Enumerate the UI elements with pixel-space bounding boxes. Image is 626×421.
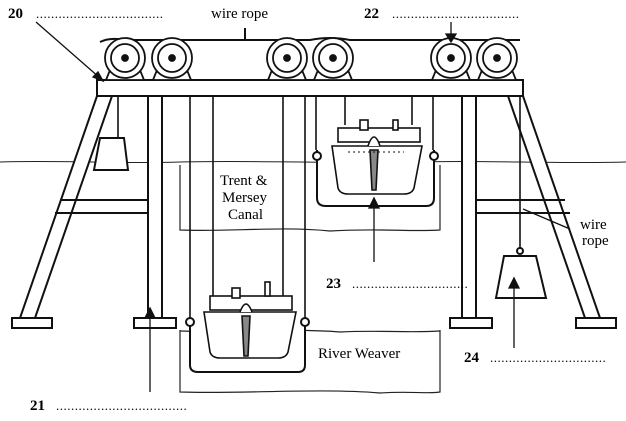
blank-24-dots[interactable]: ............................... [490,350,606,365]
canal-label-line1: Trent & [220,173,268,189]
sheave-2 [151,37,193,81]
blank-22-dots[interactable]: .................................. [392,6,520,21]
pointer-arrows [35,21,571,392]
sheave-3 [266,37,308,81]
top-wire-rope [99,28,520,43]
top-beam [96,79,524,97]
sheave-6 [476,37,518,81]
top-wire-rope-label: wire rope [211,6,268,22]
lift-cables [117,96,521,318]
left-counterweight [92,137,130,171]
blank-24-number: 24 [464,350,480,366]
right-wire-rope-label-line1: wire [580,217,607,233]
pulley-sheaves [104,37,518,81]
right-counterweight [494,247,548,299]
river-label: River Weaver [318,346,400,362]
blank-23-dots[interactable]: ............................... [352,276,468,291]
blank-20-number: 20 [8,6,23,22]
canal-label-line3: Canal [228,207,263,223]
canal-trough-outline [179,165,441,232]
left-a-frame [11,95,177,329]
blank-21-dots[interactable]: ................................... [56,398,187,413]
canal-label-line2: Mersey [222,190,267,206]
blank-22-number: 22 [364,6,379,22]
blank-20-dots[interactable]: .................................. [36,6,164,21]
sheave-5 [430,37,472,81]
lower-boat [203,281,297,359]
sheave-1 [104,37,146,81]
sheave-4 [312,37,354,81]
blank-23-number: 23 [326,276,341,292]
blank-21-number: 21 [30,398,45,414]
right-a-frame [449,95,617,329]
right-wire-rope-label-line2: rope [582,233,609,249]
upper-boat [331,119,423,195]
